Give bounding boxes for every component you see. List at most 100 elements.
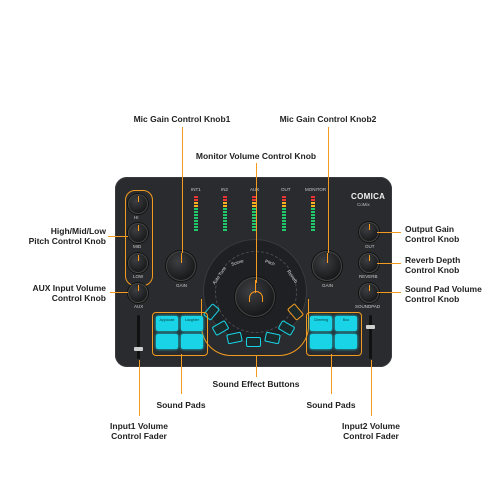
- gain-label-right: GAIN: [322, 283, 334, 288]
- level-meter-out: [282, 196, 286, 232]
- reverb-depth-knob[interactable]: [359, 253, 379, 273]
- callout-line1: High/Mid/Low: [50, 226, 106, 236]
- level-meter-in1: [194, 196, 198, 232]
- channel-label-monitor: MONITOR: [305, 187, 327, 192]
- model-name: CoMix: [357, 202, 370, 207]
- knob-indicator-icon: [138, 254, 140, 261]
- callout-mic-gain-knob2: Mic Gain Control Knob2: [279, 114, 377, 124]
- callout-line2: Control Knob: [405, 294, 460, 304]
- sound-pad-7[interactable]: [310, 334, 332, 349]
- callout-line-out: [377, 232, 401, 233]
- knob-indicator-icon: [369, 254, 371, 261]
- callout-line-pads-right: [331, 354, 332, 394]
- hi-pitch-knob[interactable]: [128, 194, 148, 214]
- callout-line2: Control Fader: [111, 431, 167, 441]
- pad-label: Cheering: [313, 318, 329, 322]
- knob-indicator-icon: [255, 280, 257, 293]
- reverb-label: REVERB: [359, 274, 378, 279]
- pad-label: Boo: [342, 318, 350, 322]
- callout-high-mid-low: High/Mid/Low Pitch Control Knob: [10, 226, 106, 246]
- callout-mic-gain-knob1: Mic Gain Control Knob1: [133, 114, 231, 124]
- hi-label: HI: [134, 215, 139, 220]
- callout-line1: Input1 Volume: [110, 421, 168, 431]
- output-gain-knob[interactable]: [359, 222, 379, 242]
- callout-line-gain2: [328, 127, 329, 253]
- channel-label-out: OUT: [281, 187, 291, 192]
- left-pads-frame: [152, 312, 208, 356]
- callout-line1: Sound Pad Volume: [405, 284, 482, 294]
- knob-indicator-icon: [138, 224, 140, 231]
- sound-pad-applause[interactable]: Applause: [156, 316, 178, 331]
- out-label: OUT: [365, 244, 375, 249]
- sound-pad-laughter[interactable]: Laughter: [181, 316, 203, 331]
- pad-label: Applause: [159, 318, 175, 322]
- input2-fader-handle[interactable]: [366, 325, 375, 329]
- callout-line-aux: [110, 292, 128, 293]
- sound-pad-8[interactable]: [335, 334, 357, 349]
- fx-buttons-frame: [201, 299, 309, 356]
- low-label: LOW: [133, 274, 144, 279]
- mid-label: MID: [133, 244, 142, 249]
- callout-line-fader2: [371, 360, 372, 416]
- soundpad-label: SOUNDPAD: [355, 304, 381, 309]
- audio-mixer-device: COMICA CoMix INT1 IN2 AUX OUT MONITOR HI…: [115, 177, 392, 367]
- sound-pad-cheering[interactable]: Cheering: [310, 316, 332, 331]
- callout-line-reverb: [377, 263, 401, 264]
- callout-line-fader1: [139, 360, 140, 416]
- callout-reverb-depth: Reverb Depth Control Knob: [405, 255, 495, 275]
- callout-aux-input: AUX Input Volume Control Knob: [10, 283, 106, 303]
- callout-sound-effect-buttons: Sound Effect Buttons: [212, 379, 300, 389]
- knob-indicator-icon: [181, 253, 183, 263]
- low-pitch-knob[interactable]: [128, 253, 148, 273]
- callout-output-gain: Output Gain Control Knob: [405, 224, 495, 244]
- input2-fader-track: [369, 315, 372, 359]
- input1-fader-handle[interactable]: [134, 347, 143, 351]
- sound-effect-button[interactable]: [246, 337, 261, 347]
- callout-line-monitor: [256, 163, 257, 283]
- level-meter-monitor: [311, 196, 315, 232]
- mic-gain-knob-1[interactable]: [166, 251, 196, 281]
- mid-pitch-knob[interactable]: [128, 223, 148, 243]
- callout-line-soundpad: [377, 292, 401, 293]
- right-pads-frame: [306, 312, 362, 356]
- pad-label: Laughter: [184, 318, 200, 322]
- callout-line2: Control Knob: [405, 265, 460, 275]
- knob-indicator-icon: [369, 284, 371, 291]
- sound-pad-volume-knob[interactable]: [359, 283, 379, 303]
- callout-line1: Output Gain: [405, 224, 455, 234]
- channel-label-in2: IN2: [221, 187, 229, 192]
- callout-sound-pad-volume: Sound Pad Volume Control Knob: [405, 284, 499, 304]
- mic-gain-knob-2[interactable]: [312, 251, 342, 281]
- callout-line2: Pitch Control Knob: [28, 236, 106, 246]
- callout-line1: AUX Input Volume: [32, 283, 106, 293]
- callout-line-hml: [108, 236, 128, 237]
- aux-label: AUX: [134, 304, 144, 309]
- callout-line-pads-left: [181, 354, 182, 394]
- headphone-icon: [249, 291, 263, 302]
- callout-line-fx: [256, 355, 257, 377]
- sound-pad-3[interactable]: [156, 334, 178, 349]
- channel-label-in1: INT1: [191, 187, 201, 192]
- knob-indicator-icon: [138, 195, 140, 202]
- callout-sound-pads-left: Sound Pads: [156, 400, 206, 410]
- callout-line1: Input2 Volume: [342, 421, 400, 431]
- sound-pad-4[interactable]: [181, 334, 203, 349]
- callout-sound-pads-right: Sound Pads: [306, 400, 356, 410]
- callout-line2: Control Knob: [405, 234, 460, 244]
- callout-line2: Control Fader: [343, 431, 399, 441]
- level-meter-aux: [252, 196, 256, 232]
- gain-label-left: GAIN: [176, 283, 188, 288]
- sound-pad-boo[interactable]: Boo: [335, 316, 357, 331]
- callout-monitor-volume: Monitor Volume Control Knob: [195, 151, 317, 161]
- brand-logo: COMICA: [351, 192, 386, 201]
- knob-indicator-icon: [138, 284, 140, 291]
- knob-indicator-icon: [369, 223, 371, 230]
- aux-volume-knob[interactable]: [128, 283, 148, 303]
- level-meter-in2: [223, 196, 227, 232]
- input1-fader-track: [137, 315, 140, 359]
- callout-input1-fader: Input1 Volume Control Fader: [96, 421, 182, 441]
- callout-line-gain1: [182, 127, 183, 253]
- callout-line1: Reverb Depth: [405, 255, 461, 265]
- channel-label-aux: AUX: [250, 187, 260, 192]
- knob-indicator-icon: [327, 253, 329, 263]
